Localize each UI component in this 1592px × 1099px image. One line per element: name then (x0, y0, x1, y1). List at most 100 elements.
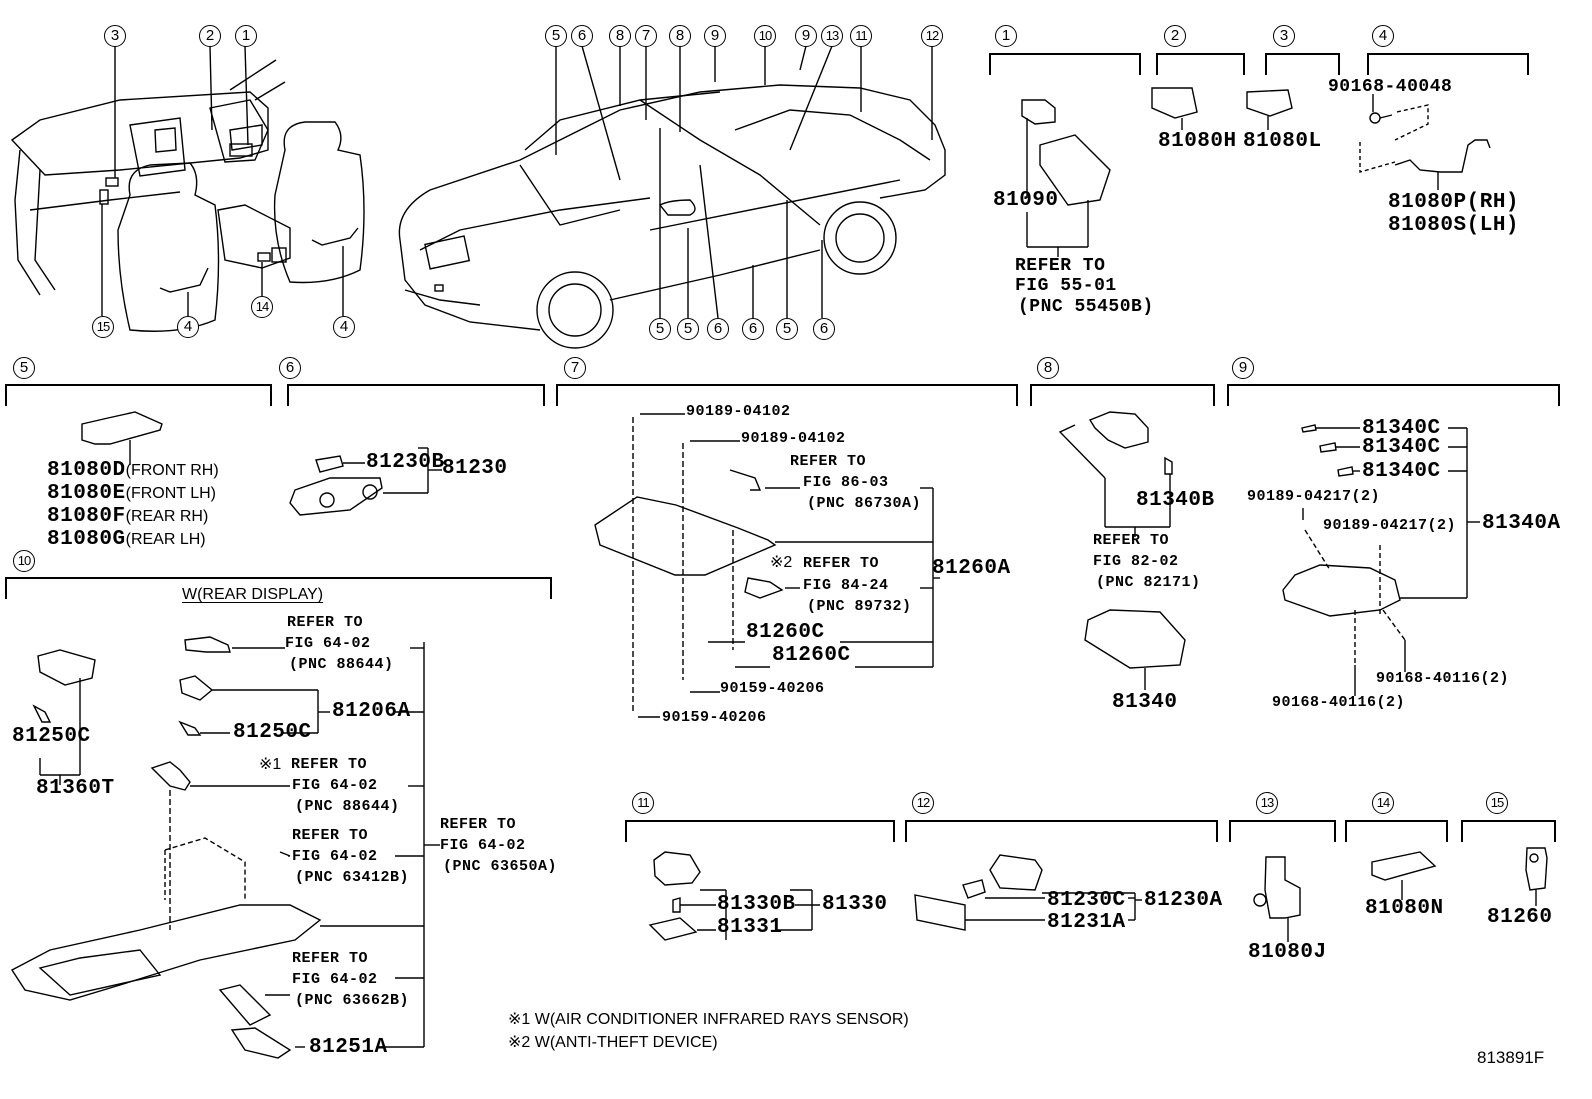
section-10-refer-a-pnc: (PNC 88644) (289, 656, 394, 673)
screw-90159-40206[interactable]: 90159-40206 (720, 680, 825, 697)
part-81340B[interactable]: 81340B (1136, 489, 1215, 512)
callout-9[interactable]: 9 (704, 25, 726, 47)
section-7-refer2-line1: REFER TO (803, 555, 880, 572)
part-81206A[interactable]: 81206A (332, 700, 411, 723)
part-81330B[interactable]: 81330B (717, 893, 796, 916)
callout-2[interactable]: 2 (199, 25, 221, 47)
part-81340C[interactable]: 81340C (1362, 436, 1441, 459)
section-15-frame (1461, 820, 1556, 842)
part-81260C[interactable]: 81260C (772, 644, 851, 667)
section-7-refer2-fig[interactable]: FIG 84-24 (803, 577, 889, 594)
part-81340[interactable]: 81340 (1112, 691, 1178, 714)
callout-3[interactable]: 3 (104, 25, 126, 47)
section-2-number: 2 (1164, 25, 1186, 47)
callout-8[interactable]: 8 (609, 25, 631, 47)
footnote-2: ※2 W(ANTI-THEFT DEVICE) (508, 1034, 718, 1051)
section-10-refer-a-line1: REFER TO (287, 614, 364, 631)
callout-6[interactable]: 6 (571, 25, 593, 47)
part-81080P-rh[interactable]: 81080P(RH) (1388, 191, 1520, 214)
section-10-refer-c-fig[interactable]: FIG 64-02 (292, 848, 378, 865)
part-81230A[interactable]: 81230A (1144, 889, 1223, 912)
part-desc: (FRONT RH) (125, 462, 219, 479)
clip-90189-04102[interactable]: 90189-04102 (741, 430, 846, 447)
clip-90189-04102[interactable]: 90189-04102 (686, 403, 791, 420)
section-10-refer-a-fig[interactable]: FIG 64-02 (285, 635, 371, 652)
callout-4[interactable]: 4 (333, 316, 355, 338)
part-81080N[interactable]: 81080N (1365, 897, 1444, 920)
callout-15[interactable]: 15 (92, 316, 114, 338)
interior-overview-drawing (10, 45, 365, 332)
part-81340C[interactable]: 81340C (1362, 460, 1441, 483)
callout-10[interactable]: 10 (754, 25, 776, 47)
part-row[interactable]: 81080G(REAR LH) (47, 529, 206, 551)
part-desc: (REAR RH) (125, 508, 209, 525)
part-81231A[interactable]: 81231A (1047, 911, 1126, 934)
callout-5[interactable]: 5 (776, 318, 798, 340)
callout-11[interactable]: 11 (850, 25, 872, 47)
callout-5[interactable]: 5 (677, 318, 699, 340)
part-row[interactable]: 81080F(REAR RH) (47, 506, 208, 528)
part-81340A[interactable]: 81340A (1482, 512, 1561, 535)
part-81090[interactable]: 81090 (993, 189, 1059, 212)
section-10-refer-d-fig[interactable]: FIG 64-02 (292, 971, 378, 988)
part-81250C[interactable]: 81250C (233, 721, 312, 744)
section-7-refer1-fig[interactable]: FIG 86-03 (803, 474, 889, 491)
section-7-frame (556, 384, 1018, 406)
callout-4[interactable]: 4 (177, 316, 199, 338)
callout-7[interactable]: 7 (635, 25, 657, 47)
callout-5[interactable]: 5 (545, 25, 567, 47)
section-1-refer-fig[interactable]: FIG 55-01 (1015, 276, 1117, 296)
section-12-number: 12 (912, 792, 934, 814)
callout-1[interactable]: 1 (235, 25, 257, 47)
screw-90159-40206[interactable]: 90159-40206 (662, 709, 767, 726)
callout-14[interactable]: 14 (251, 296, 273, 318)
part-81250C[interactable]: 81250C (12, 725, 91, 748)
screw-90168-40048[interactable]: 90168-40048 (1328, 77, 1453, 97)
part-81080J[interactable]: 81080J (1248, 941, 1327, 964)
callout-8[interactable]: 8 (669, 25, 691, 47)
callout-6[interactable]: 6 (742, 318, 764, 340)
part-81330[interactable]: 81330 (822, 893, 888, 916)
section-7-number: 7 (564, 357, 586, 379)
section-5-number: 5 (13, 357, 35, 379)
part-row[interactable]: 81080D(FRONT RH) (47, 460, 219, 482)
section-9-frame (1227, 384, 1560, 406)
section-10-refer-main-fig[interactable]: FIG 64-02 (440, 837, 526, 854)
callout-9[interactable]: 9 (795, 25, 817, 47)
part-81360T[interactable]: 81360T (36, 777, 115, 800)
part-81260A[interactable]: 81260A (932, 557, 1011, 580)
figure-id: 813891F (1477, 1048, 1545, 1067)
clip-90189-04217[interactable]: 90189-04217(2) (1323, 517, 1457, 534)
screw-90168-40116[interactable]: 90168-40116(2) (1272, 694, 1406, 711)
screw-90168-40116[interactable]: 90168-40116(2) (1376, 670, 1510, 687)
callout-6[interactable]: 6 (707, 318, 729, 340)
section-6-frame (287, 384, 545, 406)
part-81331[interactable]: 81331 (717, 916, 783, 939)
part-row[interactable]: 81080E(FRONT LH) (47, 483, 216, 505)
part-81340C[interactable]: 81340C (1362, 417, 1441, 440)
part-81230B[interactable]: 81230B (366, 451, 445, 474)
callout-13[interactable]: 13 (821, 25, 843, 47)
part-81230C[interactable]: 81230C (1047, 889, 1126, 912)
section-11-drawing (648, 851, 820, 941)
section-6-drawing (289, 447, 442, 516)
section-11-frame (625, 820, 895, 842)
callout-12[interactable]: 12 (921, 25, 943, 47)
section-10-refer-b-fig[interactable]: FIG 64-02 (292, 777, 378, 794)
part-81080L[interactable]: 81080L (1243, 130, 1322, 153)
part-81260C[interactable]: 81260C (746, 621, 825, 644)
section-10-refer-d-pnc: (PNC 63662B) (295, 992, 410, 1009)
section-8-refer-fig[interactable]: FIG 82-02 (1093, 553, 1179, 570)
section-10-frame (5, 577, 552, 599)
section-9-number: 9 (1232, 357, 1254, 379)
clip-90189-04217[interactable]: 90189-04217(2) (1247, 488, 1381, 505)
part-81260[interactable]: 81260 (1487, 906, 1553, 929)
part-81080S-lh[interactable]: 81080S(LH) (1388, 214, 1520, 237)
section-4-drawing (1359, 94, 1491, 190)
part-desc: (FRONT LH) (125, 485, 216, 502)
callout-5[interactable]: 5 (649, 318, 671, 340)
callout-6[interactable]: 6 (813, 318, 835, 340)
part-81251A[interactable]: 81251A (309, 1036, 388, 1059)
part-81080H[interactable]: 81080H (1158, 130, 1237, 153)
part-81230[interactable]: 81230 (442, 457, 508, 480)
